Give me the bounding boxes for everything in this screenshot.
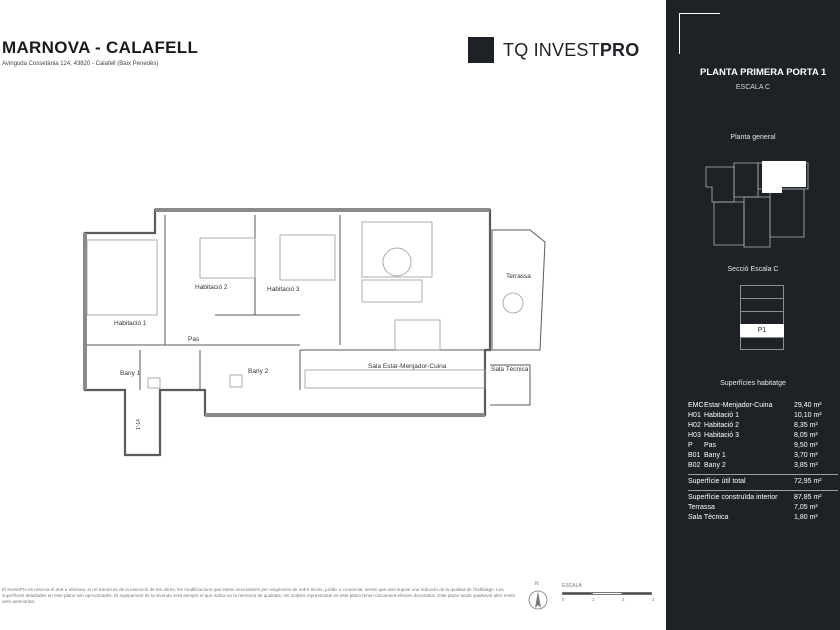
label-sala: Sala Estar-Menjador-Cuina xyxy=(368,363,447,370)
project-title: MARNOVA - CALAFELL xyxy=(2,38,199,57)
disclaimer-text: El InvestPro es reserva el dret a efectu… xyxy=(2,587,515,604)
project-address: Avinguda Cossetània 124, 43820 - Calafel… xyxy=(2,61,159,67)
logo-square-icon xyxy=(468,37,494,63)
label-bany1: Bany 1 xyxy=(120,370,141,377)
planta-general-label: Planta general xyxy=(730,134,776,141)
label-habitacio2: Habitació 2 xyxy=(195,284,228,291)
superficies-label: Superfícies habitatge xyxy=(720,380,786,387)
north-arrow-icon: N xyxy=(528,581,548,610)
panel-title: PLANTA PRIMERA PORTA 1 xyxy=(700,67,827,78)
plan-sheet: MARNOVA - CALAFELL Avinguda Cossetània 1… xyxy=(2,37,655,610)
label-sala-tecnica: Sala Tècnica xyxy=(491,366,529,373)
floor-marker: P1 xyxy=(740,324,784,337)
floor-plan: Habitació 1 Habitació 2 Habitació 3 Pas … xyxy=(83,208,546,457)
logo-text: TQ INVESTPRO xyxy=(503,39,640,60)
brand-logo: TQ INVESTPRO xyxy=(468,37,639,63)
seccio-label: Secció Escala C xyxy=(727,266,779,273)
corner-bracket-icon xyxy=(679,13,720,54)
label-bany2: Bany 2 xyxy=(248,368,269,375)
info-panel: PLANTA PRIMERA PORTA 1 ESCALA C Planta g… xyxy=(666,0,840,630)
panel-subtitle: ESCALA C xyxy=(735,84,771,91)
label-pas: Pas xyxy=(188,336,200,343)
label-habitacio1: Habitació 1 xyxy=(114,320,147,327)
label-door-code: 1'-14 xyxy=(136,419,142,430)
svg-text:N: N xyxy=(535,581,539,587)
building-key-plan xyxy=(705,161,809,248)
section-diagram: P1 xyxy=(740,285,784,350)
label-terrassa: Terrassa xyxy=(506,273,531,280)
label-habitacio3: Habitació 3 xyxy=(267,286,300,293)
